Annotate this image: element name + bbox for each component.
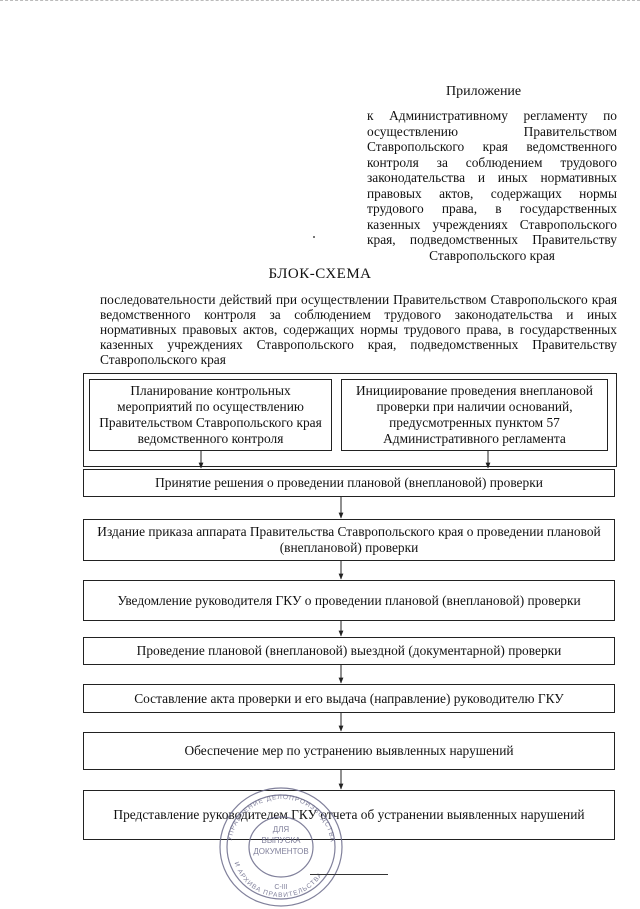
step-initiation-box: Инициирование проведения внеплановой про… <box>341 379 608 451</box>
step-initiation-text: Инициирование проведения внеплановой про… <box>356 383 593 446</box>
step-conduct-box: Проведение плановой (внеплановой) выездн… <box>83 637 615 665</box>
step-decision-text: Принятие решения о проведении плановой (… <box>155 475 543 490</box>
step-report-text: Представление руководителем ГКУ отчета о… <box>113 807 585 822</box>
page-top-border <box>0 0 640 9</box>
step-planning-box: Планирование контрольных мероприятий по … <box>89 379 332 451</box>
step-act-box: Составление акта проверки и его выдача (… <box>83 684 615 713</box>
stamp-line-3: ДОКУМЕНТОВ <box>253 847 308 856</box>
svg-text:И АРХИВА ПРАВИТЕЛЬСТВА: И АРХИВА ПРАВИТЕЛЬСТВА <box>233 861 325 899</box>
step-conduct-text: Проведение плановой (внеплановой) выездн… <box>136 643 562 658</box>
appendix-text: к Административному регламенту по осущес… <box>367 108 617 263</box>
stamp-number: С-III <box>274 884 287 891</box>
step-planning-text: Планирование контрольных мероприятий по … <box>99 383 322 446</box>
stamp-line-1: ДЛЯ <box>273 825 290 834</box>
step-measures-text: Обеспечение мер по устранению выявленных… <box>184 743 514 758</box>
signature-line <box>310 874 388 875</box>
stamp-line-2: ВЫПУСКА <box>261 836 301 845</box>
scan-speck <box>313 236 315 238</box>
scheme-title: БЛОК-СХЕМА <box>268 266 372 282</box>
appendix-title: Приложение <box>446 84 522 99</box>
scheme-subtitle: последовательности действий при осуществ… <box>100 292 617 367</box>
step-measures-box: Обеспечение мер по устранению выявленных… <box>83 732 615 770</box>
step-order-box: Издание приказа аппарата Правительства С… <box>83 519 615 561</box>
step-notification-text: Уведомление руководителя ГКУ о проведени… <box>117 592 581 608</box>
seal-stamp: ДЛЯ ВЫПУСКА ДОКУМЕНТОВ С-III УПРАВЛЕНИЕ … <box>219 787 343 907</box>
step-order-text: Издание приказа аппарата Правительства С… <box>97 524 601 555</box>
step-report-box: Представление руководителем ГКУ отчета о… <box>83 790 615 840</box>
top-boxes-frame <box>83 373 617 467</box>
step-notification-box: Уведомление руководителя ГКУ о проведени… <box>83 580 615 621</box>
step-act-text: Составление акта проверки и его выдача (… <box>134 690 564 706</box>
step-decision-box: Принятие решения о проведении плановой (… <box>83 469 615 497</box>
